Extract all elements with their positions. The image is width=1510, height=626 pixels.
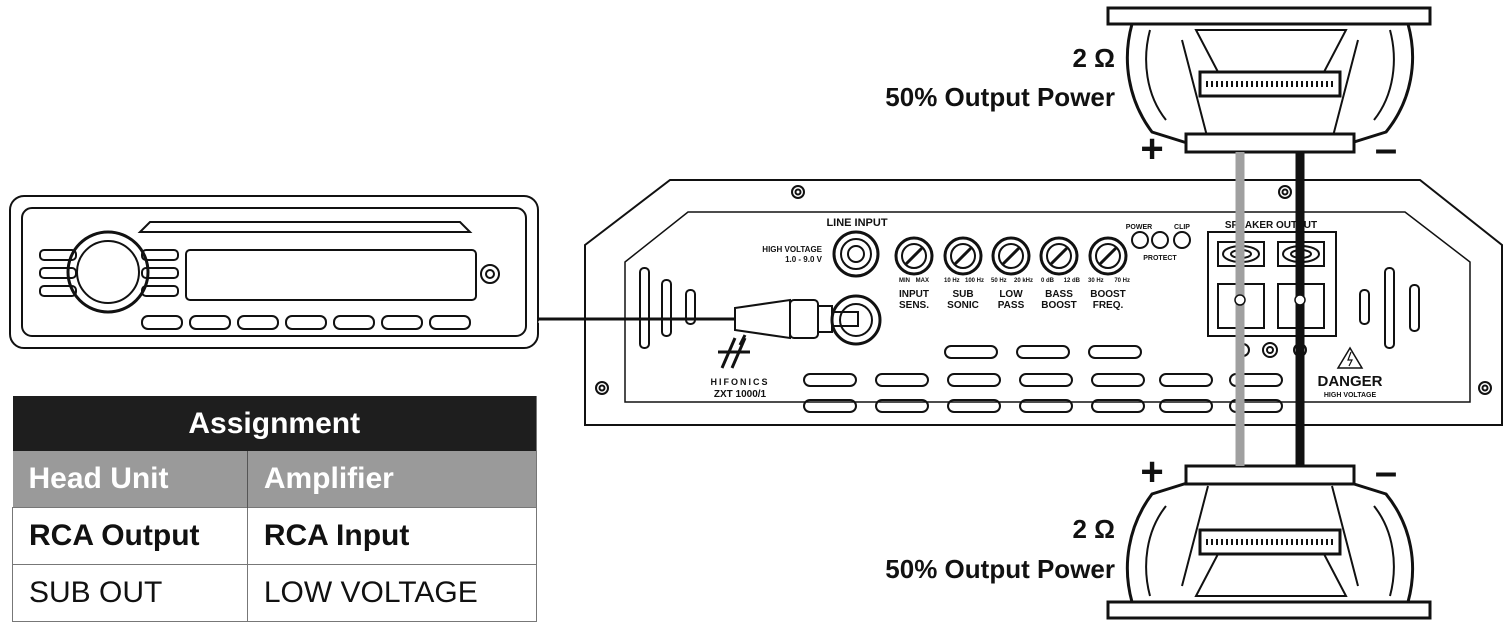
table-title: Assignment [12, 396, 537, 451]
speaker-top [1106, 6, 1432, 154]
knob-input-sens [894, 236, 934, 276]
svg-text:10 Hz: 10 Hz [944, 278, 960, 284]
svg-text:BOOST: BOOST [1090, 289, 1126, 300]
speaker-bottom [1106, 464, 1432, 620]
svg-text:0 dB: 0 dB [1041, 278, 1055, 284]
svg-text:100 Hz: 100 Hz [965, 278, 984, 284]
svg-text:LOW: LOW [999, 289, 1023, 300]
table-cell: RCA Output [12, 507, 248, 565]
protect-led-label: PROTECT [1143, 255, 1177, 262]
svg-text:MAX: MAX [916, 278, 929, 284]
svg-text:MIN: MIN [899, 278, 910, 284]
svg-text:50 Hz: 50 Hz [991, 278, 1007, 284]
svg-text:70 Hz: 70 Hz [1114, 278, 1130, 284]
knob-labels: MIN MAX INPUT SENS. 10 Hz 100 Hz SUB SON… [899, 278, 1130, 311]
clip-led-label: CLIP [1174, 224, 1190, 231]
svg-text:INPUT: INPUT [899, 289, 929, 300]
top-minus-sign: – [1375, 127, 1397, 171]
line-input-label: LINE INPUT [826, 217, 887, 229]
hifonics-logo [718, 334, 750, 369]
head-unit [9, 195, 539, 349]
rca-cable [538, 298, 859, 340]
svg-text:SUB: SUB [952, 289, 973, 300]
svg-text:BASS: BASS [1045, 289, 1073, 300]
danger-sub-label: HIGH VOLTAGE [1324, 392, 1377, 399]
svg-text:30 Hz: 30 Hz [1088, 278, 1104, 284]
bottom-impedance-label: 2 Ω [1072, 514, 1115, 544]
top-impedance-label: 2 Ω [1072, 43, 1115, 73]
speaker-output-label: SPEAKER OUTPUT [1225, 220, 1317, 231]
speaker-wires [1234, 152, 1306, 466]
svg-text:SENS.: SENS. [899, 300, 929, 311]
bottom-power-label: 50% Output Power [885, 554, 1115, 584]
voltage-range-label: 1.0 - 9.0 V [785, 255, 823, 264]
knob-bass-boost [1039, 236, 1079, 276]
assignment-table: Assignment Head Unit Amplifier RCA Outpu… [12, 396, 538, 622]
svg-text:PASS: PASS [998, 300, 1025, 311]
amplifier-header: Amplifier [247, 451, 538, 508]
head-unit-header: Head Unit [12, 451, 248, 508]
svg-text:FREQ.: FREQ. [1093, 300, 1124, 311]
knob-sub-sonic [943, 236, 983, 276]
top-plus-sign: + [1140, 127, 1163, 171]
table-cell: LOW VOLTAGE [246, 564, 538, 622]
svg-text:SONIC: SONIC [947, 300, 979, 311]
table-cell: SUB OUT [12, 564, 248, 622]
table-row: SUB OUT LOW VOLTAGE [12, 564, 538, 622]
table-header-row: Head Unit Amplifier [12, 451, 538, 508]
danger-label: DANGER [1317, 373, 1382, 390]
svg-text:12 dB: 12 dB [1064, 278, 1081, 284]
table-cell: RCA Input [246, 507, 538, 565]
brand-label: HIFONICS [710, 377, 769, 387]
knob-boost-freq [1088, 236, 1128, 276]
svg-text:BOOST: BOOST [1041, 300, 1077, 311]
power-led-label: POWER [1126, 224, 1152, 231]
table-row: RCA Output RCA Input [12, 507, 538, 565]
high-voltage-label: HIGH VOLTAGE [762, 245, 822, 254]
bottom-plus-sign: + [1140, 450, 1163, 494]
svg-text:20 kHz: 20 kHz [1014, 278, 1033, 284]
top-power-label: 50% Output Power [885, 82, 1115, 112]
model-label: ZXT 1000/1 [714, 389, 767, 400]
knob-low-pass [991, 236, 1031, 276]
bottom-minus-sign: – [1375, 450, 1397, 494]
amplifier [584, 179, 1503, 426]
